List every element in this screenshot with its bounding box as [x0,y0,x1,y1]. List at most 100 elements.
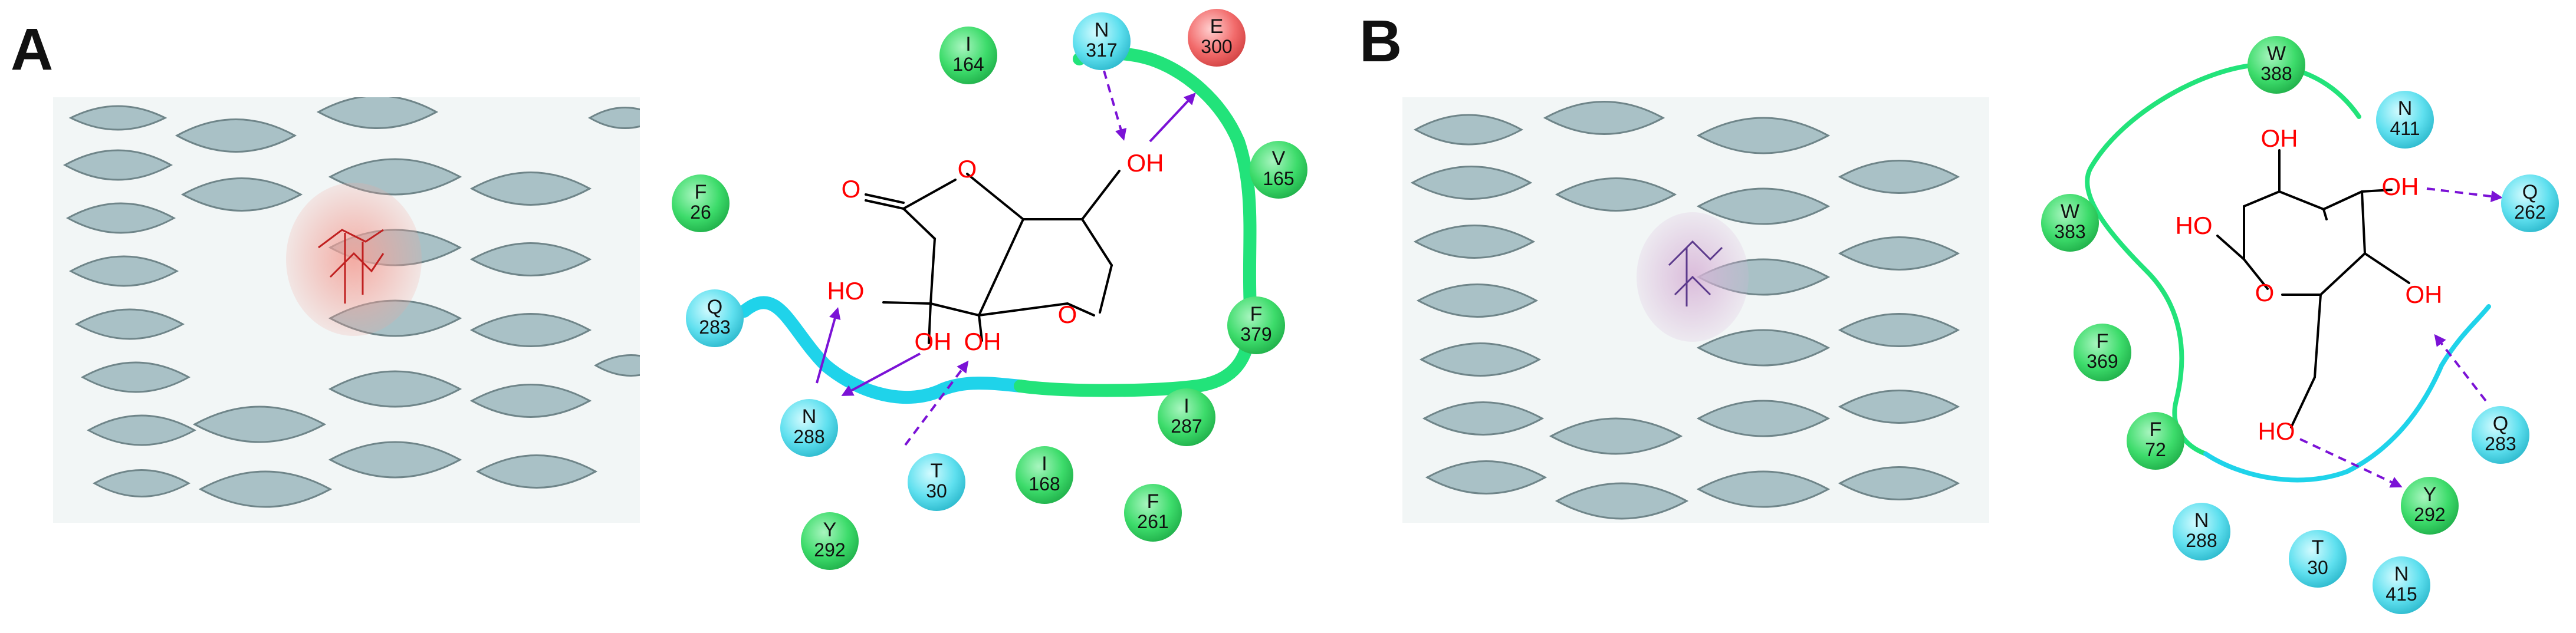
hbonds-b [2299,187,2503,488]
residue-name: V [1272,147,1286,170]
residue-y292-b: Y 292 [2401,477,2459,535]
atom-label: O [958,155,977,183]
atom-label: OH [964,328,1001,355]
residue-bubble [686,289,744,347]
residue-number: 379 [1240,324,1271,345]
residue-name: I [1041,453,1047,475]
residue-bubble [2376,91,2434,149]
residue-bubble [2373,556,2430,614]
residue-number: 164 [952,54,984,75]
residue-number: 30 [926,480,947,502]
residue-number: 72 [2145,439,2166,460]
ligand-sticks-b [1668,240,1723,306]
residue-number: 288 [793,426,824,447]
bond [978,314,983,342]
residue-f379: F 379 [1227,296,1285,354]
chain-green-b [2085,62,2361,456]
residue-name: T [931,460,943,482]
bond [2361,190,2366,255]
residue-bubble [2289,530,2347,588]
hbond-arrow [2434,334,2487,402]
atom-label: OH [2261,124,2298,152]
hbond-arrow [2426,187,2503,203]
ligand-b: HO OH OH O OH HO [2176,124,2443,445]
hbond-arrow [816,307,841,384]
chain-cyan-b [2203,304,2491,483]
panel-b: B [1359,8,2559,614]
bond [2290,376,2316,428]
hbond-arrow [904,360,969,446]
bond [2278,190,2325,210]
residue-name: E [1210,15,1224,38]
bond [1099,264,1113,314]
residue-bubble [2248,36,2305,94]
residue-name: Q [2493,413,2508,435]
residue-bubble [2401,477,2459,535]
residue-q283: Q 283 [686,289,744,347]
panel-a: A [11,9,1307,570]
panel-b-label: B [1359,8,1402,74]
bond [978,302,1069,316]
residue-name: Y [2423,483,2437,506]
residue-bubble [1016,446,1073,504]
residue-f72: F 72 [2127,412,2184,470]
residue-name: F [2097,330,2109,352]
residue-q283-b: Q 283 [2472,406,2529,464]
residue-n411: N 411 [2376,91,2434,149]
residue-bubble [2041,194,2099,252]
residue-number: 288 [2186,530,2217,551]
atom-label: O [842,175,861,203]
residue-name: F [1250,303,1263,325]
residue-bubble [1227,296,1285,354]
residue-t30-b: T 30 [2289,530,2347,588]
residue-bubble [780,399,838,457]
residue-number: 383 [2054,221,2085,242]
atom-label: HO [2176,212,2213,239]
residue-name: F [695,181,707,203]
residue-q262: Q 262 [2501,174,2559,232]
residue-name: I [1184,395,1189,417]
protein-cartoon-b [1402,97,1989,523]
bond [2364,252,2410,284]
residue-name: I [965,33,971,55]
bond [2319,252,2366,296]
residue-name: F [2150,418,2162,441]
bond [2216,235,2245,261]
residue-number: 165 [1263,168,1294,189]
residue-number: 168 [1029,473,1060,494]
ligand-a: O O OH O HO OH OH [827,149,1164,355]
bond [865,193,905,204]
residue-f26: F 26 [672,174,730,232]
residue-bubble [939,27,997,84]
residue-bubble [1188,9,1246,67]
residue-bubble [1124,484,1182,542]
atom-label: OH [915,328,952,355]
residue-bubble [2173,503,2230,561]
residue-number: 388 [2260,63,2292,84]
residue-n288-b: N 288 [2173,503,2230,561]
residue-f261: F 261 [1124,484,1182,542]
residue-name: N [802,405,817,428]
residue-bubble [1073,12,1131,70]
bond [902,179,957,210]
residue-n288: N 288 [780,399,838,457]
residue-name: N [1095,19,1109,41]
residue-number: 26 [690,202,711,223]
residue-name: Q [2522,181,2538,203]
hbonds-a [816,70,1196,446]
hbond-arrow [841,352,921,396]
hbond-arrow [2299,438,2403,488]
residue-number: 292 [814,539,845,561]
residue-number: 411 [2390,118,2420,139]
residue-bubble [1250,141,1307,199]
residue-w388: W 388 [2248,36,2305,94]
residue-n317: N 317 [1073,12,1131,70]
bond [2322,208,2328,220]
atom-label: HO [2258,417,2295,445]
residue-bubble [908,453,965,511]
bond [902,207,936,240]
residue-number: 300 [1201,36,1232,57]
residue-bubble [672,174,730,232]
protein-cartoon-a [53,97,640,523]
residue-name: N [2394,563,2409,585]
